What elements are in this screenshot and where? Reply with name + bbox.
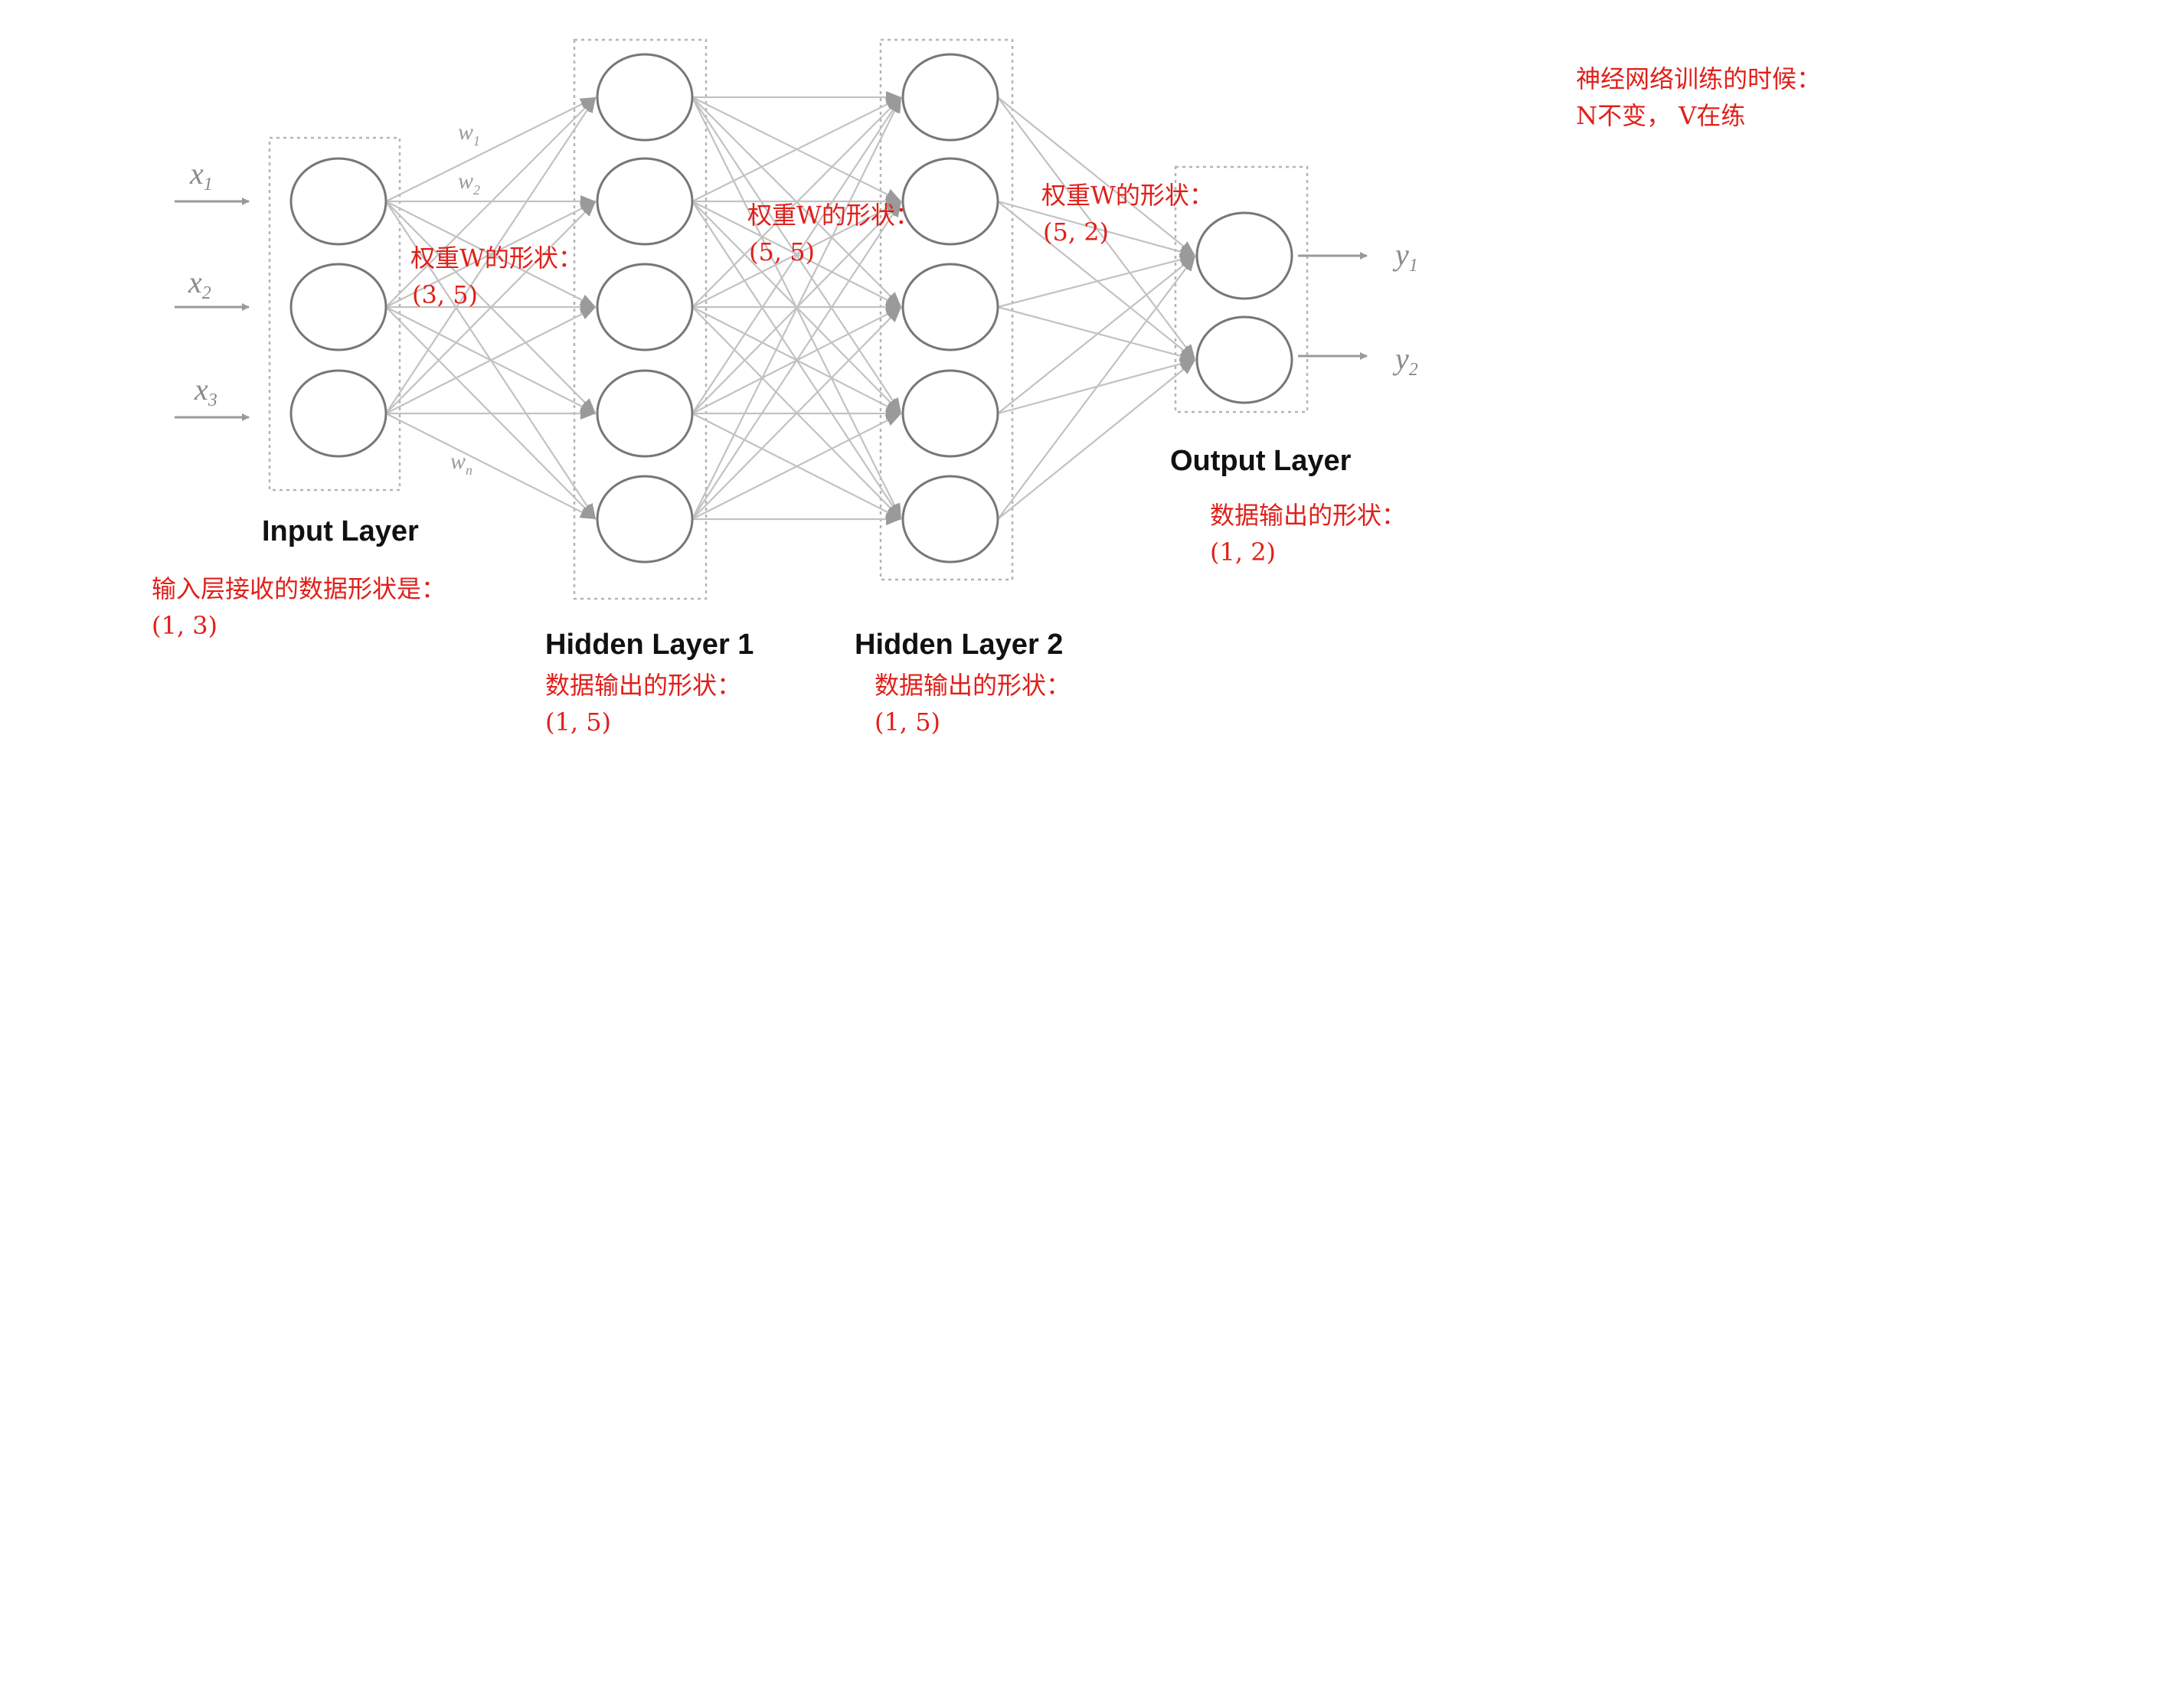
weight-label-w1: w1	[458, 119, 480, 149]
edge-hidden2-3-to-output-1	[997, 253, 1196, 309]
hidden2-node-3	[901, 263, 999, 351]
input-node-3	[289, 369, 387, 458]
note-w3-shape-line2: (5, 2)	[1043, 217, 1109, 247]
hidden2-node-1	[901, 53, 999, 142]
input-label-x2: x2	[188, 265, 211, 303]
note-w1-shape-line1: 权重W的形状：	[410, 243, 583, 273]
input-node-1	[289, 157, 387, 246]
input-layer-nodes	[289, 157, 387, 458]
input-label-x3: x3	[194, 372, 217, 410]
edge-input-3-to-hidden1-3	[385, 306, 597, 414]
note-w1-shape-line2: (3, 5)	[412, 280, 478, 309]
note-w2-shape-line1: 权重W的形状：	[747, 201, 920, 230]
hidden2-node-2	[901, 157, 999, 246]
edge-hidden1-5-to-hidden2-4	[691, 413, 902, 520]
note-w3-shape-line1: 权重W的形状：	[1041, 181, 1214, 210]
edge-hidden1-3-to-hidden2-1	[691, 96, 902, 308]
hidden1-node-2	[596, 157, 694, 246]
hidden2-node-5	[901, 475, 999, 564]
edge-input-1-to-hidden1-1	[385, 96, 597, 202]
note-input-shape-line2: (1, 3)	[152, 611, 217, 640]
input-layer-title: Input Layer	[262, 515, 419, 547]
output-layer-title: Output Layer	[1170, 445, 1352, 477]
note-training-line2: N不变， V在练	[1576, 101, 1745, 130]
weight-label-w2: w2	[458, 168, 480, 198]
hidden-layer-1-title: Hidden Layer 1	[545, 629, 754, 661]
output-node-1	[1195, 211, 1293, 300]
edge-hidden2-4-to-output-1	[997, 255, 1196, 414]
edge-input-2-to-hidden1-1	[385, 96, 597, 308]
note-output-shape-line1: 数据输出的形状：	[1210, 501, 1406, 530]
hidden1-node-5	[596, 475, 694, 564]
note-input-shape-line1: 输入层接收的数据形状是：	[152, 574, 446, 603]
edge-hidden1-2-to-hidden2-1	[691, 96, 902, 202]
note-h1-out-line2: (1, 5)	[545, 707, 611, 737]
edge-hidden2-2-to-output-1	[997, 200, 1196, 258]
hidden-layer-2-box	[879, 38, 1014, 581]
edge-hidden1-4-to-hidden2-1	[691, 96, 902, 414]
edge-hidden2-1-to-output-1	[997, 96, 1196, 256]
note-h2-out-line2: (1, 5)	[875, 707, 940, 737]
edge-hidden1-5-to-hidden2-2	[691, 201, 902, 520]
hidden-layer-2-nodes	[901, 53, 999, 564]
connection-edges	[385, 91, 1196, 525]
edge-hidden2-5-to-output-2	[997, 359, 1196, 520]
note-training-line1: 神经网络训练的时候：	[1576, 64, 1821, 93]
output-layer-box	[1174, 165, 1309, 413]
edge-input-3-to-hidden1-2	[385, 201, 597, 414]
hidden-layer-1-nodes	[596, 53, 694, 564]
edge-hidden2-3-to-output-2	[997, 306, 1196, 362]
edge-hidden1-5-to-hidden2-3	[691, 306, 902, 520]
output-layer-nodes	[1195, 211, 1293, 404]
note-output-shape-line2: (1, 2)	[1210, 537, 1276, 567]
edge-hidden2-5-to-output-1	[997, 255, 1196, 520]
hidden1-node-1	[596, 53, 694, 142]
hidden-layer-2-title: Hidden Layer 2	[855, 629, 1063, 661]
weight-label-wn: wn	[450, 449, 472, 478]
hidden1-node-3	[596, 263, 694, 351]
note-h2-out-line1: 数据输出的形状：	[875, 671, 1071, 700]
hidden1-node-4	[596, 369, 694, 458]
note-w2-shape-line2: (5, 5)	[749, 237, 815, 266]
output-label-y1: y1	[1392, 237, 1418, 276]
input-label-x1: x1	[189, 156, 213, 194]
edge-input-3-to-hidden1-1	[385, 96, 597, 414]
hidden2-node-4	[901, 369, 999, 458]
input-node-2	[289, 263, 387, 351]
edge-hidden1-5-to-hidden2-1	[691, 96, 902, 520]
output-label-y2: y2	[1392, 341, 1418, 380]
edge-input-3-to-hidden1-5	[385, 413, 597, 520]
output-node-2	[1195, 315, 1293, 404]
note-h1-out-line1: 数据输出的形状：	[545, 671, 741, 700]
